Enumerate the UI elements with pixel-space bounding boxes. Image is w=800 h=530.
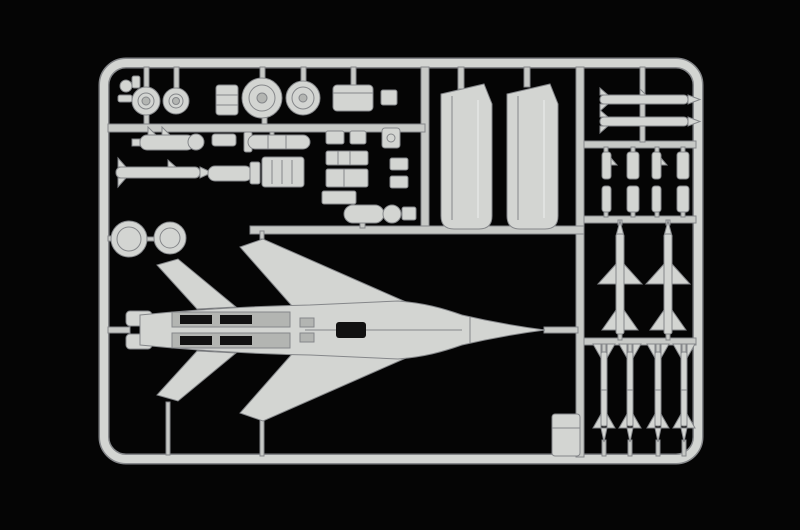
pylon-part-row	[601, 185, 690, 213]
engine-bay-slot	[220, 336, 252, 345]
engine-bay-slot	[180, 336, 212, 345]
bracket-parts	[325, 130, 367, 145]
finned-rocket	[618, 343, 642, 443]
avionics-recess	[299, 317, 315, 328]
small-pair-parts	[389, 157, 409, 189]
slender-horizontal-missile	[599, 108, 702, 135]
engine-bay-slot	[180, 315, 212, 324]
slender-missile-part	[115, 156, 214, 189]
engine-bay-slot	[220, 315, 252, 324]
stabilator	[156, 350, 238, 402]
round-disk-part	[153, 221, 187, 255]
sprue	[98, 57, 704, 465]
finned-rocket	[646, 343, 670, 443]
slender-horizontal-missile	[599, 86, 702, 113]
pump-cylinder-part	[343, 204, 417, 224]
gear-bay-box-part	[215, 84, 239, 116]
cockpit-opening	[336, 322, 366, 338]
large-finned-missile	[644, 219, 692, 335]
sprue-gates	[107, 66, 687, 457]
sprue-frame	[100, 59, 702, 463]
flat-sprue-tab	[551, 413, 581, 457]
long-cylinder-part	[243, 131, 311, 153]
sprue-runners	[107, 66, 697, 458]
finned-cylinder-part	[131, 125, 205, 151]
small-detail-parts	[117, 75, 141, 103]
large-finned-missile	[596, 219, 644, 335]
avionics-recess	[299, 332, 315, 343]
landing-gear-wheel	[162, 87, 190, 115]
round-drum-part	[241, 77, 283, 119]
finned-rocket	[592, 343, 616, 443]
intake-duct-half	[440, 83, 493, 230]
pylon-part-row	[601, 151, 690, 180]
aircraft-fuselage-half	[125, 238, 546, 422]
link-part	[211, 133, 237, 147]
hub-part	[381, 127, 401, 149]
stabilator	[156, 258, 238, 310]
round-disk-part	[110, 220, 148, 258]
grid-block-part	[261, 156, 305, 188]
finned-rocket	[672, 343, 696, 443]
cylinder-cap-part	[207, 161, 261, 185]
ladder-parts	[321, 150, 369, 205]
round-drum-part	[285, 80, 321, 116]
landing-gear-wheel	[131, 86, 161, 116]
cockpit-seat-part	[332, 84, 398, 112]
intake-duct-half	[506, 83, 559, 230]
